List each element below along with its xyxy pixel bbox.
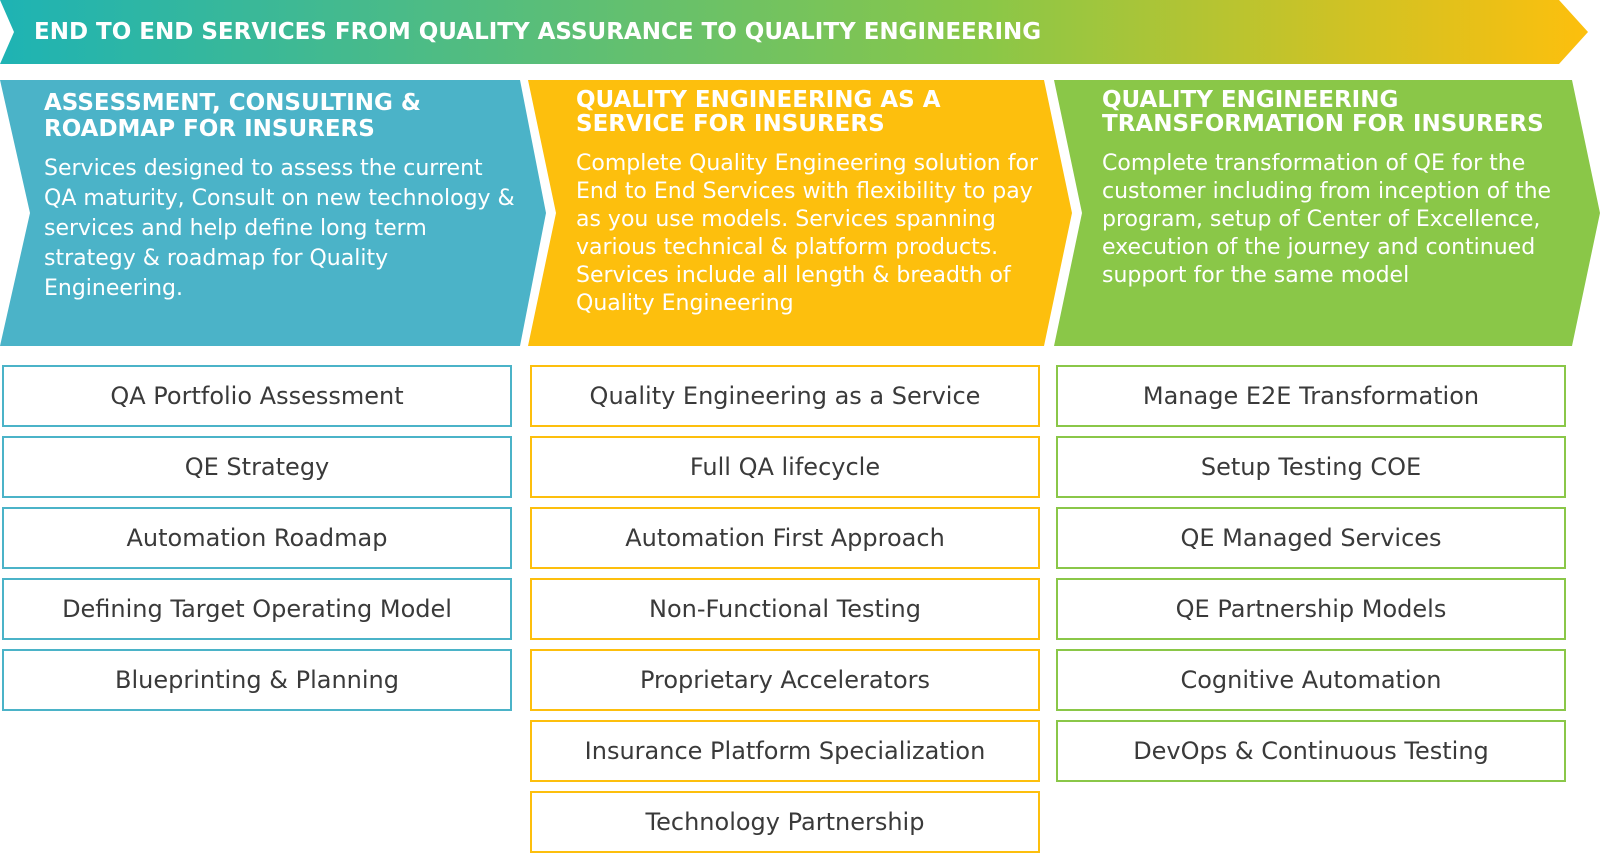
service-box: Automation Roadmap: [2, 507, 512, 569]
service-box: Blueprinting & Planning: [2, 649, 512, 711]
chevron-description: Complete Quality Engineering solution fo…: [576, 151, 1038, 316]
chevron-title: QUALITY ENGINEERING AS A SERVICE FOR INS…: [576, 87, 941, 137]
service-box: Cognitive Automation: [1056, 649, 1566, 711]
service-box: Proprietary Accelerators: [530, 649, 1040, 711]
chevron-qe-as-a-service: QUALITY ENGINEERING AS A SERVICE FOR INS…: [528, 80, 1072, 346]
service-box: QA Portfolio Assessment: [2, 365, 512, 427]
service-list-qe-as-a-service: Quality Engineering as a Service Full QA…: [530, 365, 1040, 862]
chevron-description: Services designed to assess the current …: [44, 156, 515, 301]
chevron-title: ASSESSMENT, CONSULTING & ROADMAP FOR INS…: [44, 90, 421, 142]
service-box: Insurance Platform Specialization: [530, 720, 1040, 782]
service-box: Automation First Approach: [530, 507, 1040, 569]
service-box: Technology Partnership: [530, 791, 1040, 853]
chevron-description: Complete transformation of QE for the cu…: [1102, 151, 1552, 288]
service-box: Manage E2E Transformation: [1056, 365, 1566, 427]
service-box: Defining Target Operating Model: [2, 578, 512, 640]
chevron-qe-transformation: QUALITY ENGINEERING TRANSFORMATION FOR I…: [1054, 80, 1600, 346]
chevron-assessment-consulting: ASSESSMENT, CONSULTING & ROADMAP FOR INS…: [0, 80, 546, 346]
top-banner-arrow: END TO END SERVICES FROM QUALITY ASSURAN…: [0, 0, 1588, 64]
service-box: QE Partnership Models: [1056, 578, 1566, 640]
service-box: DevOps & Continuous Testing: [1056, 720, 1566, 782]
service-box: Full QA lifecycle: [530, 436, 1040, 498]
service-list-assessment: QA Portfolio Assessment QE Strategy Auto…: [2, 365, 512, 720]
service-box: Quality Engineering as a Service: [530, 365, 1040, 427]
service-box: QE Managed Services: [1056, 507, 1566, 569]
service-list-qe-transformation: Manage E2E Transformation Setup Testing …: [1056, 365, 1566, 791]
chevron-title: QUALITY ENGINEERING TRANSFORMATION FOR I…: [1102, 87, 1544, 137]
service-box: Non-Functional Testing: [530, 578, 1040, 640]
service-box: QE Strategy: [2, 436, 512, 498]
service-box: Setup Testing COE: [1056, 436, 1566, 498]
banner-title: END TO END SERVICES FROM QUALITY ASSURAN…: [34, 19, 1042, 45]
